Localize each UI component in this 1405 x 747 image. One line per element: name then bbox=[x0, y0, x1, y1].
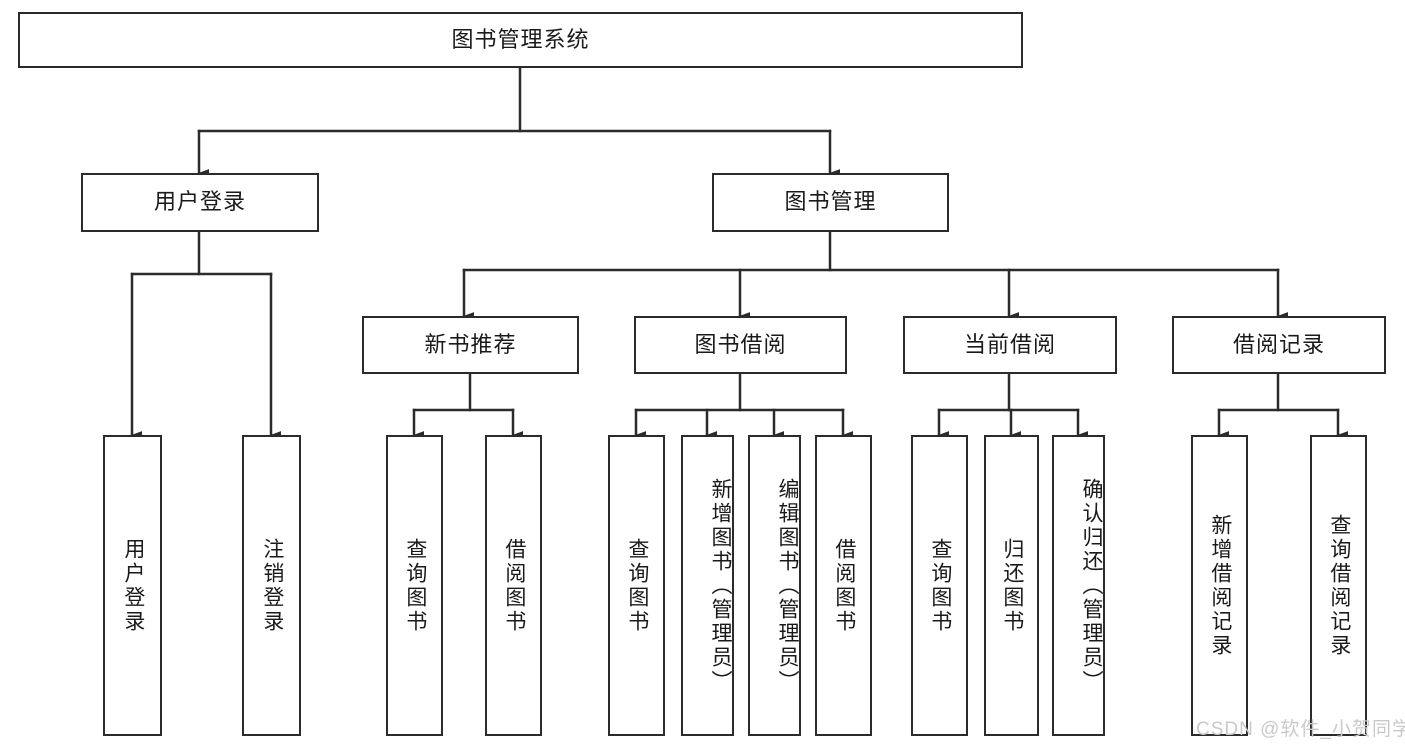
node-leaf-query-record[interactable]: 查询借阅记录 bbox=[1310, 435, 1367, 736]
node-leaf-query-book-3[interactable]: 查询图书 bbox=[911, 435, 968, 736]
node-label: 当前借阅 bbox=[963, 331, 1056, 357]
node-new-book-rec[interactable]: 新书推荐 bbox=[362, 316, 579, 374]
node-label: 新增图书（管理员） bbox=[709, 477, 732, 694]
watermark-text: CSDN @软件_小贺同学 bbox=[1196, 719, 1405, 740]
node-label: 新书推荐 bbox=[424, 331, 517, 357]
node-leaf-query-book-2[interactable]: 查询图书 bbox=[608, 435, 665, 736]
node-label: 归还图书 bbox=[1000, 537, 1024, 634]
node-current-borrow[interactable]: 当前借阅 bbox=[903, 316, 1117, 374]
edge-paths bbox=[130, 66, 1349, 439]
node-label: 用户登录 bbox=[153, 189, 246, 215]
node-root[interactable]: 图书管理系统 bbox=[18, 12, 1023, 68]
node-borrow-record[interactable]: 借阅记录 bbox=[1172, 316, 1386, 374]
node-book-manage[interactable]: 图书管理 bbox=[712, 173, 949, 232]
node-leaf-logout[interactable]: 注销登录 bbox=[242, 435, 301, 736]
node-label: 用户登录 bbox=[121, 537, 145, 634]
node-label: 图书管理系统 bbox=[451, 26, 590, 52]
node-leaf-borrow-book-1[interactable]: 借阅图书 bbox=[485, 435, 542, 736]
node-label: 查询图书 bbox=[625, 537, 649, 634]
node-leaf-add-book[interactable]: 新增图书（管理员） bbox=[681, 435, 734, 736]
node-label: 借阅图书 bbox=[502, 537, 526, 634]
node-label: 图书管理 bbox=[784, 189, 877, 215]
node-label: 借阅图书 bbox=[832, 537, 856, 634]
node-leaf-borrow-book-2[interactable]: 借阅图书 bbox=[815, 435, 872, 736]
node-label: 确认归还（管理员） bbox=[1080, 477, 1103, 694]
node-book-borrow[interactable]: 图书借阅 bbox=[634, 316, 847, 374]
node-label: 查询图书 bbox=[403, 537, 427, 634]
node-user-login[interactable]: 用户登录 bbox=[81, 173, 319, 232]
node-leaf-edit-book[interactable]: 编辑图书（管理员） bbox=[748, 435, 801, 736]
node-label: 注销登录 bbox=[260, 537, 284, 634]
node-leaf-confirm-return[interactable]: 确认归还（管理员） bbox=[1052, 435, 1105, 736]
node-label: 编辑图书（管理员） bbox=[776, 477, 799, 694]
node-leaf-user-login[interactable]: 用户登录 bbox=[103, 435, 162, 736]
node-label: 新增借阅记录 bbox=[1208, 513, 1232, 658]
node-label: 借阅记录 bbox=[1232, 331, 1325, 357]
node-label: 查询借阅记录 bbox=[1327, 513, 1351, 658]
node-label: 查询图书 bbox=[928, 537, 952, 634]
node-leaf-add-record[interactable]: 新增借阅记录 bbox=[1191, 435, 1248, 736]
node-leaf-return-book[interactable]: 归还图书 bbox=[984, 435, 1039, 736]
node-leaf-query-book-1[interactable]: 查询图书 bbox=[386, 435, 443, 736]
node-label: 图书借阅 bbox=[694, 331, 787, 357]
